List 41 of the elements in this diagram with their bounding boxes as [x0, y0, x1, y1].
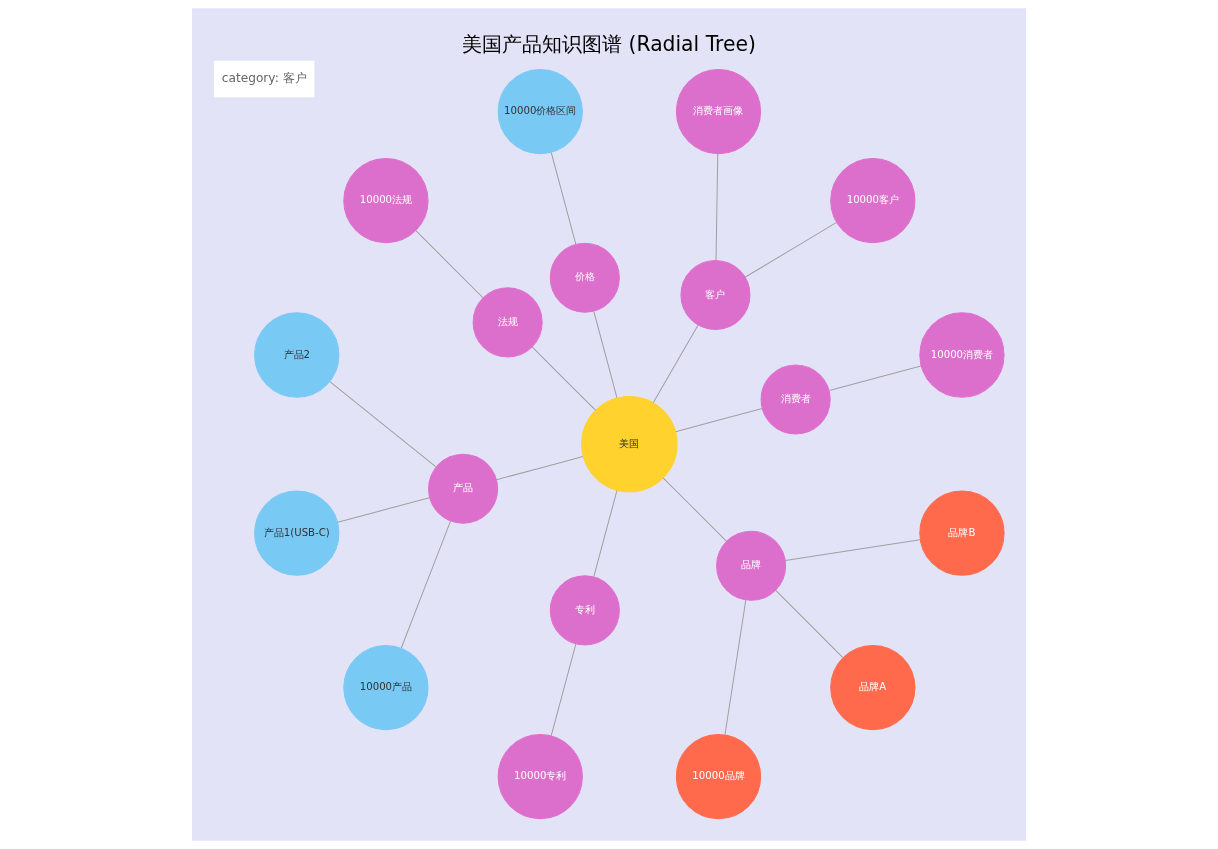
node-circle: 消费者	[760, 364, 831, 435]
connector	[744, 221, 838, 278]
node-circle: 产品2	[254, 312, 340, 398]
connector	[329, 381, 437, 468]
node-circle: 客户	[680, 260, 751, 331]
connector	[593, 310, 618, 399]
connector	[724, 599, 747, 736]
connector	[715, 153, 719, 261]
connector	[662, 477, 728, 542]
node-circle: 10000价格区间	[497, 68, 583, 155]
connector	[652, 324, 699, 404]
connector	[775, 589, 844, 658]
connector	[675, 408, 763, 433]
node-circle: 10000消费者	[919, 312, 1005, 398]
connector	[784, 539, 921, 562]
node-circle: 10000品牌	[675, 734, 762, 820]
node-circle: 产品1(USB-C)	[254, 490, 340, 576]
node-circle: 10000产品	[343, 644, 429, 731]
label: category: 客户	[221, 71, 307, 86]
node-circle: 品牌	[716, 530, 787, 601]
node-circle: 消费者画像	[675, 68, 762, 155]
node-circle: 美国	[581, 395, 678, 493]
diagram-title: 美国产品知识图谱 (Radial Tree)	[462, 31, 756, 56]
node-circle: 品牌A	[830, 644, 916, 731]
connector	[550, 152, 577, 245]
node-circle: 法规	[472, 287, 543, 358]
connector	[531, 346, 596, 411]
connector	[400, 520, 452, 649]
node-circle: 品牌B	[919, 490, 1005, 576]
node-circle: 价格	[549, 242, 620, 313]
connector	[828, 365, 922, 392]
connector	[496, 456, 584, 481]
node-circle: 10000客户	[830, 158, 916, 244]
connector	[550, 643, 577, 737]
node-circle: 10000专利	[497, 734, 583, 820]
node-circle: 10000法规	[343, 158, 429, 244]
connector	[337, 497, 430, 523]
connector	[593, 489, 618, 578]
node-circle: 产品	[428, 453, 499, 524]
node-circle: 专利	[549, 575, 620, 646]
connector	[415, 230, 484, 299]
